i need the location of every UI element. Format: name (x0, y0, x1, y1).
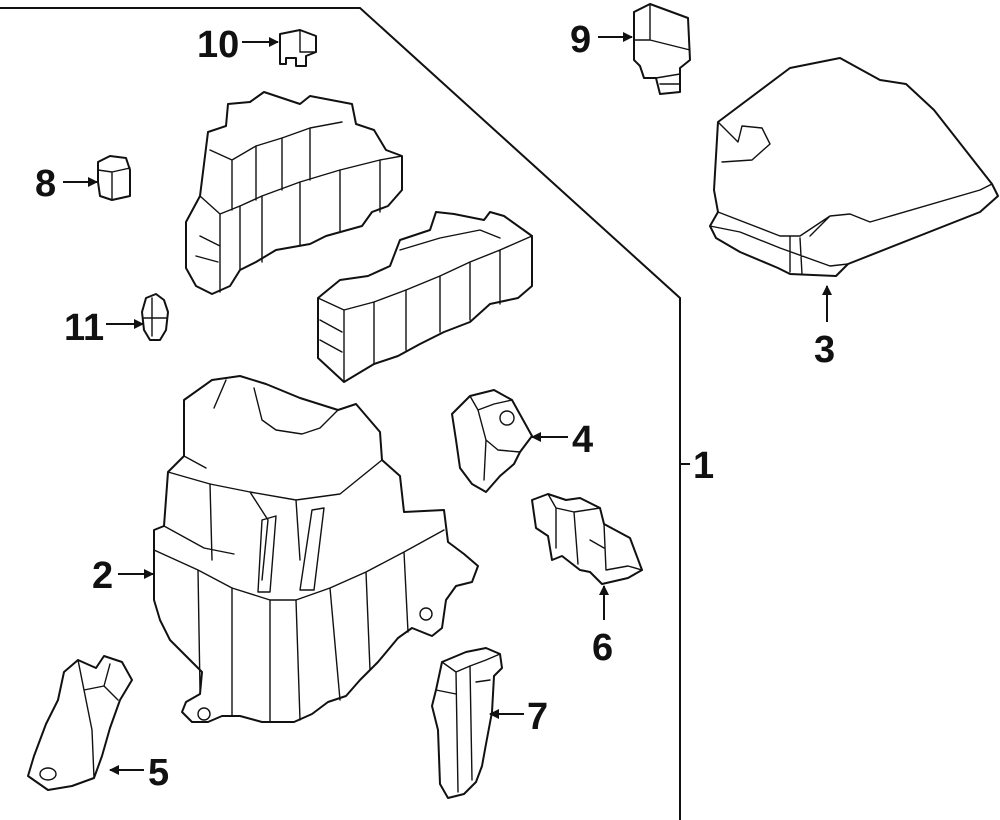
callout-8: 8 (35, 163, 56, 205)
part-6-bracket[interactable] (531, 493, 643, 585)
callout-2: 2 (92, 555, 113, 597)
part-8-fuse[interactable] (97, 155, 131, 201)
part-5-bracket[interactable] (27, 655, 133, 791)
callout-4: 4 (572, 419, 593, 461)
callout-9: 9 (570, 19, 591, 61)
callout-1: 1 (693, 445, 714, 487)
part-4-bracket[interactable] (451, 389, 533, 493)
part-7-connector[interactable] (431, 647, 503, 799)
part-2-lower-housing[interactable] (153, 375, 479, 723)
callout-5: 5 (148, 752, 169, 794)
upper-fuse-block[interactable] (185, 91, 403, 295)
middle-fuse-block[interactable] (317, 211, 533, 383)
callout-11: 11 (64, 307, 104, 349)
part-10-fuse[interactable] (279, 29, 317, 67)
callout-7: 7 (527, 696, 548, 738)
callout-10: 10 (197, 24, 239, 66)
assembly-frame (0, 7, 681, 820)
part-9-relay[interactable] (633, 3, 691, 95)
part-11-clip[interactable] (141, 293, 169, 341)
callout-6: 6 (592, 627, 613, 669)
callout-3: 3 (814, 329, 835, 371)
part-3-cover[interactable] (709, 57, 999, 277)
